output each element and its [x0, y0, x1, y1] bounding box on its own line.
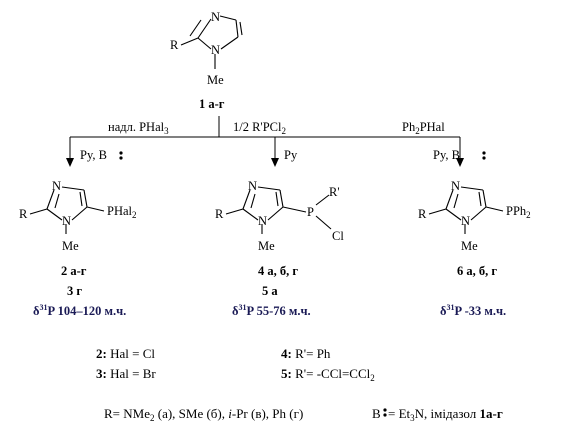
atom-n: N: [461, 214, 470, 228]
atom-n: N: [62, 214, 71, 228]
conditions-middle: Py: [284, 148, 298, 162]
conditions-right: Py, B: [433, 148, 460, 162]
footer-r-definitions: R= NMe2 (а), SMe (б), i-Pr (в), Ph (г): [104, 406, 303, 423]
product-middle: N R N P R' Cl Me: [215, 179, 344, 253]
compound-label: 1 а-г: [199, 97, 225, 111]
atom-n: N: [248, 179, 257, 193]
product-right-label: 6 а, б, г: [457, 264, 497, 278]
atom-n: N: [258, 214, 267, 228]
atom-r: R: [19, 207, 28, 221]
product-left-label: 3 г: [67, 284, 82, 298]
reagent-middle: 1/2 R'PCl2: [233, 120, 286, 136]
branch-connector: [66, 116, 464, 167]
methyl-label: Me: [207, 73, 224, 87]
product-left-label: 2 а-г: [61, 264, 87, 278]
reagent-right: Ph2PHal: [402, 120, 445, 136]
substituent-phal2: PHal2: [107, 204, 137, 220]
atom-p: P: [307, 205, 314, 219]
nmr-shift-middle: δ31P 55-76 м.ч.: [232, 303, 311, 318]
legend-hal-cl: 2: Hal = Cl: [96, 346, 155, 361]
legend: 2: Hal = Cl 3: Hal = Br 4: R'= Ph 5: R'=…: [96, 346, 375, 383]
methyl-label: Me: [258, 239, 275, 253]
conditions-left: Py, B: [80, 148, 107, 162]
ring-bonds: [428, 186, 504, 234]
atom-r: R: [418, 207, 427, 221]
ring-bonds: [180, 15, 243, 69]
atom-n: N: [451, 179, 460, 193]
legend-r-ph: 4: R'= Ph: [281, 346, 331, 361]
lone-pair-icon: [482, 151, 486, 160]
lone-pair-icon: [383, 408, 387, 417]
ring-bonds: [29, 186, 105, 234]
atom-n: N: [211, 10, 220, 24]
starting-imidazole: N R N Me 1 а-г: [170, 10, 243, 111]
legend-hal-br: 3: Hal = Br: [96, 366, 156, 381]
product-middle-label: 5 а: [262, 284, 278, 298]
product-left: N R N PHal2 Me: [19, 179, 137, 253]
substituent-pph2: PPh2: [506, 204, 531, 220]
nmr-shift-right: δ31P -33 м.ч.: [440, 303, 506, 318]
lone-pair-icon: [119, 151, 123, 160]
atom-r: R: [215, 207, 224, 221]
ring-bonds: [225, 186, 332, 234]
footer-b-definition: B: [372, 406, 381, 421]
atom-rprime: R': [329, 185, 340, 199]
legend-r-vinyl: 5: R'= -CCl=CCl2: [281, 366, 375, 383]
methyl-label: Me: [62, 239, 79, 253]
product-middle-label: 4 а, б, г: [258, 264, 298, 278]
footer-b-text: = Et3N, імідазол 1а-г: [388, 406, 503, 423]
reagent-left: надл. PHal3: [108, 120, 169, 136]
product-right: N R N PPh2 Me: [418, 179, 531, 253]
nmr-shift-left: δ31P 104–120 м.ч.: [33, 303, 126, 318]
atom-r: R: [170, 38, 179, 52]
atom-n: N: [52, 179, 61, 193]
atom-n: N: [211, 43, 220, 57]
atom-cl: Cl: [332, 229, 344, 243]
methyl-label: Me: [461, 239, 478, 253]
